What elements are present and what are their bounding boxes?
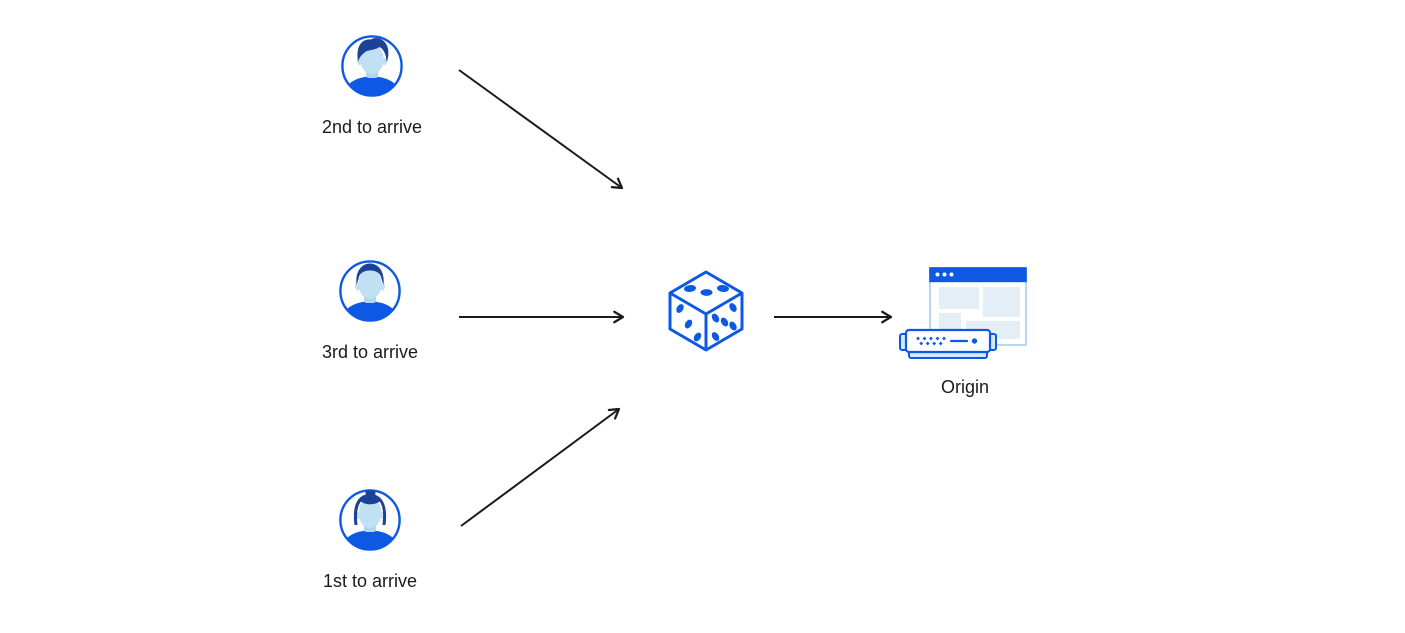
node-visitor-2nd: 2nd to arrive xyxy=(307,33,437,138)
dice-icon xyxy=(668,270,744,352)
woman-avatar-icon xyxy=(339,489,401,551)
man-avatar-icon xyxy=(339,260,401,322)
node-label: 3rd to arrive xyxy=(321,342,419,362)
node-label: 2nd to arrive xyxy=(321,117,423,137)
node-visitor-1st: 1st to arrive xyxy=(305,487,435,592)
node-label: 1st to arrive xyxy=(322,571,418,591)
node-visitor-3rd: 3rd to arrive xyxy=(305,258,435,363)
arrow-visitor-1st-to-dice xyxy=(460,407,621,527)
man-avatar-icon xyxy=(341,35,403,97)
server-icon xyxy=(899,328,997,359)
arrow-visitor-2nd-to-dice xyxy=(458,69,624,190)
node-dice xyxy=(663,266,749,352)
origin-server-icon xyxy=(899,267,1027,359)
node-label: Origin xyxy=(940,377,989,397)
node-origin: Origin xyxy=(897,262,1033,398)
